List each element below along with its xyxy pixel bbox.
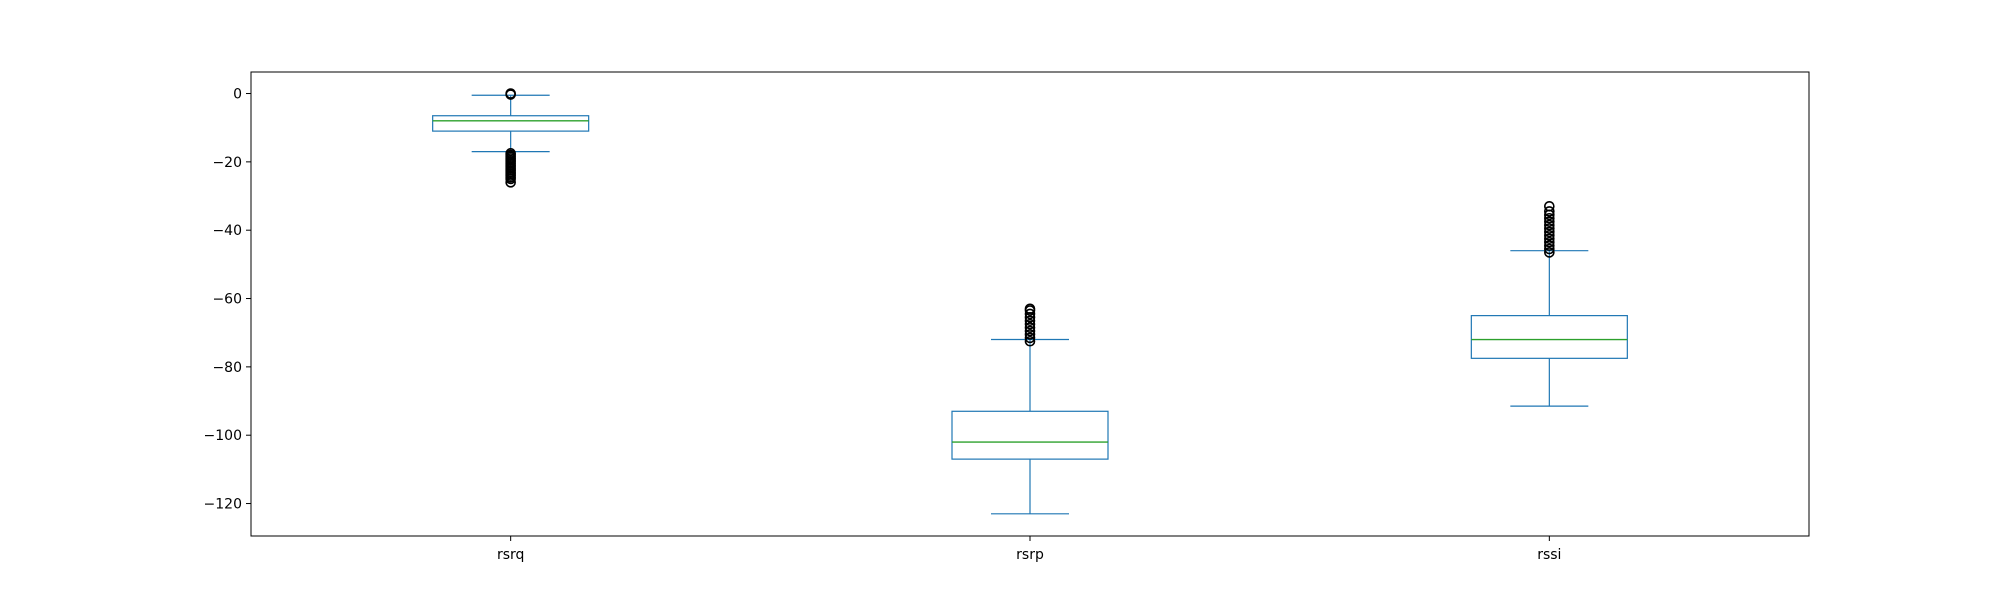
- y-tick-label: −120: [204, 497, 242, 513]
- flier-point: [505, 173, 516, 185]
- flier-point: [1544, 233, 1555, 245]
- flier-point: [1544, 240, 1555, 251]
- flier-point: [1024, 329, 1036, 340]
- flier-point: [1544, 236, 1555, 248]
- y-tick-label: −80: [212, 360, 242, 376]
- flier-point: [1544, 200, 1555, 212]
- y-axis: 0 −20 −40 −60 −80 −100 −120: [204, 87, 251, 513]
- flier-point: [1024, 308, 1036, 320]
- flier-point: [1544, 226, 1555, 238]
- flier-point: [1024, 322, 1036, 333]
- flier-point: [1024, 332, 1036, 344]
- x-tick-label-rssi: rssi: [1537, 547, 1561, 563]
- flier-point: [1024, 303, 1036, 315]
- flier-point: [1024, 335, 1036, 347]
- axes-frame: [250, 71, 1810, 537]
- x-tick-label-rsrq: rsrq: [497, 547, 524, 563]
- flier-point: [1544, 206, 1555, 217]
- flier-point: [1544, 223, 1555, 234]
- x-tick-label-rsrp: rsrp: [1016, 547, 1044, 563]
- y-tick-label: −20: [212, 155, 242, 171]
- flier-point: [1024, 318, 1036, 330]
- box-rssi: [1470, 200, 1628, 407]
- x-axis: rsrq rsrp rssi: [497, 536, 1561, 563]
- y-tick-label: −100: [204, 428, 242, 444]
- y-tick-label: 0: [233, 87, 242, 103]
- flier-point: [1544, 243, 1555, 255]
- flier-point: [505, 177, 516, 188]
- flier-point: [1544, 212, 1555, 224]
- flier-point: [1024, 315, 1036, 327]
- flier-point: [1544, 230, 1555, 241]
- y-tick-label: −60: [212, 292, 242, 308]
- y-tick-label: −40: [212, 223, 242, 239]
- box-rsrq: [432, 88, 590, 188]
- box-iqr: [951, 410, 1109, 460]
- box-rsrp: [951, 303, 1109, 515]
- box-iqr: [1470, 315, 1628, 359]
- flier-point: [1544, 247, 1555, 258]
- flier-point: [505, 89, 516, 100]
- flier-point: [1544, 216, 1555, 227]
- flier-point: [1544, 219, 1555, 231]
- flier-point: [1024, 325, 1036, 337]
- plot-layer: [432, 88, 1628, 515]
- box-iqr: [432, 115, 590, 132]
